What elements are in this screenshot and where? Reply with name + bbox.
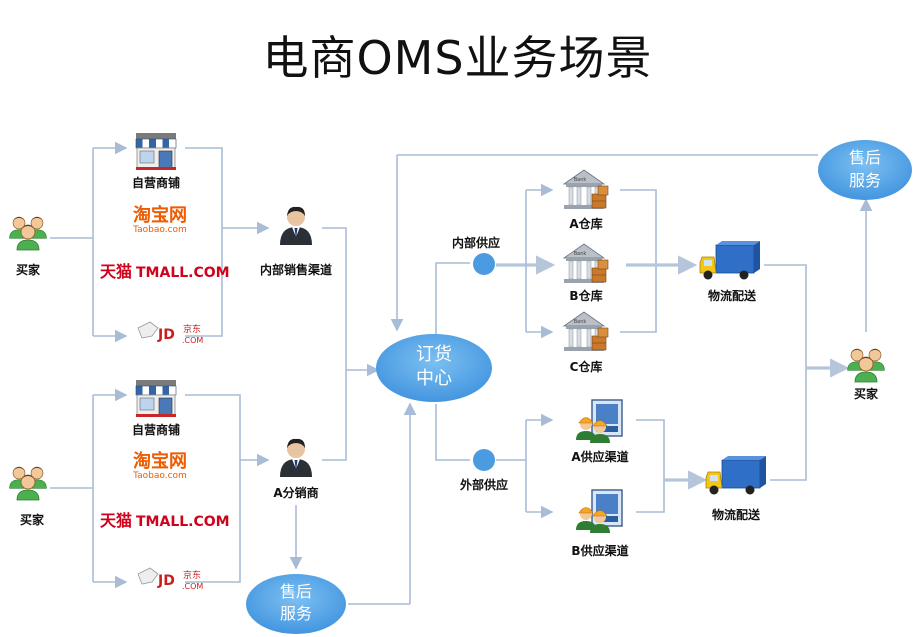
buyer-label: 买家 [854, 386, 879, 401]
connectors [50, 141, 873, 605]
shop-icon [135, 132, 177, 171]
jd-logo-text: JD [157, 327, 175, 343]
internal-channel-label: 内部销售渠道 [260, 262, 332, 277]
jd-dog-icon [137, 567, 159, 585]
tmall-logo-domain: TMALL.COM [136, 265, 230, 281]
after-sales-line1: 售后 [849, 148, 881, 167]
jd-logo-cn: 京东 [183, 323, 201, 335]
after-sales-bottom: 售后 服务 [246, 574, 346, 634]
tmall-logo-domain: TMALL.COM [136, 514, 230, 530]
order-center-line1: 订货 [416, 344, 452, 365]
warehouse-label: C仓库 [570, 359, 603, 374]
after-sales-line2: 服务 [849, 171, 881, 190]
bank-warehouse-icon [563, 243, 609, 284]
logistics-label: 物流配送 [708, 288, 757, 303]
warehouse-sign: Bank [574, 251, 587, 257]
buyers-icon [10, 467, 47, 500]
jd-logo-com: .COM [182, 582, 203, 591]
shop-label: 自营商铺 [132, 175, 180, 190]
buyers-group-right: 买家 [848, 349, 885, 401]
jd-dog-icon [137, 321, 159, 339]
buyers-icon [848, 349, 885, 382]
logistics-label: 物流配送 [712, 507, 761, 522]
workers-icon [575, 489, 623, 534]
supplier-a: A供应渠道 [571, 399, 629, 464]
supply-dot [473, 449, 495, 471]
taobao-logo-text: 淘宝网 [133, 204, 187, 226]
logistics-top: 物流配送 [699, 240, 761, 303]
after-sales-ellipse [246, 574, 346, 634]
after-sales-ellipse [818, 140, 912, 200]
shop-bottom: 自营商铺 [132, 379, 180, 437]
after-sales-top: 售后 服务 [818, 140, 912, 200]
after-sales-line1: 售后 [280, 582, 312, 601]
buyers-icon [10, 217, 47, 250]
external-supply-node: 外部供应 [460, 449, 508, 492]
supply-dot [473, 253, 495, 275]
order-center-line2: 中心 [416, 368, 452, 389]
taobao-logo-bottom: 淘宝网 Taobao.com [132, 450, 187, 481]
warehouse-label: A仓库 [569, 216, 602, 231]
tmall-logo-bottom: 天猫 TMALL.COM [100, 511, 230, 530]
businessman-icon [280, 438, 312, 477]
shop-top: 自营商铺 [132, 132, 180, 190]
tmall-logo-text: 天猫 [100, 262, 132, 281]
jd-logo-com: .COM [182, 336, 203, 345]
tmall-logo-text: 天猫 [100, 511, 132, 530]
truck-icon [705, 455, 767, 495]
external-supply-label: 外部供应 [460, 477, 508, 492]
jd-logo-top: JD 京东 .COM [137, 321, 203, 345]
bank-warehouse-icon [563, 169, 609, 210]
jd-logo-cn: 京东 [183, 569, 201, 581]
warehouse-label: B仓库 [569, 288, 602, 303]
taobao-logo-top: 淘宝网 Taobao.com [132, 204, 187, 235]
warehouse-a: Bank A仓库 [563, 169, 609, 231]
warehouse-sign: Bank [574, 319, 587, 325]
shop-label: 自营商铺 [132, 422, 180, 437]
taobao-logo-domain: Taobao.com [132, 225, 187, 235]
truck-icon [699, 240, 761, 280]
taobao-logo-text: 淘宝网 [133, 450, 187, 472]
after-sales-line2: 服务 [280, 604, 312, 623]
businessman-icon [280, 206, 312, 245]
order-center: 订货 中心 [376, 334, 492, 402]
order-center-ellipse [376, 334, 492, 402]
internal-channel-node: 内部销售渠道 [260, 206, 332, 277]
tmall-logo-top: 天猫 TMALL.COM [100, 262, 230, 281]
workers-icon [575, 399, 623, 444]
distributor-label: A分销商 [273, 485, 318, 500]
buyers-group-bottom: 买家 [10, 467, 47, 527]
supplier-label: A供应渠道 [571, 449, 628, 464]
jd-logo-bottom: JD 京东 .COM [137, 567, 203, 591]
diagram-title: 电商OMS业务场景 [262, 31, 653, 85]
supplier-label: B供应渠道 [571, 543, 628, 558]
logistics-bottom: 物流配送 [705, 455, 767, 522]
warehouse-sign: Bank [574, 177, 587, 183]
jd-logo-text: JD [157, 573, 175, 589]
supplier-b: B供应渠道 [571, 489, 629, 558]
buyers-group-top: 买家 [10, 217, 47, 277]
buyer-label: 买家 [20, 512, 45, 527]
internal-supply-label: 内部供应 [452, 235, 500, 250]
internal-supply-node: 内部供应 [452, 235, 500, 275]
warehouse-c: Bank C仓库 [563, 311, 609, 374]
taobao-logo-domain: Taobao.com [132, 471, 187, 481]
distributor-node: A分销商 [273, 438, 319, 500]
shop-icon [135, 379, 177, 418]
buyer-label: 买家 [16, 262, 41, 277]
warehouse-b: Bank B仓库 [563, 243, 609, 303]
bank-warehouse-icon [563, 311, 609, 352]
